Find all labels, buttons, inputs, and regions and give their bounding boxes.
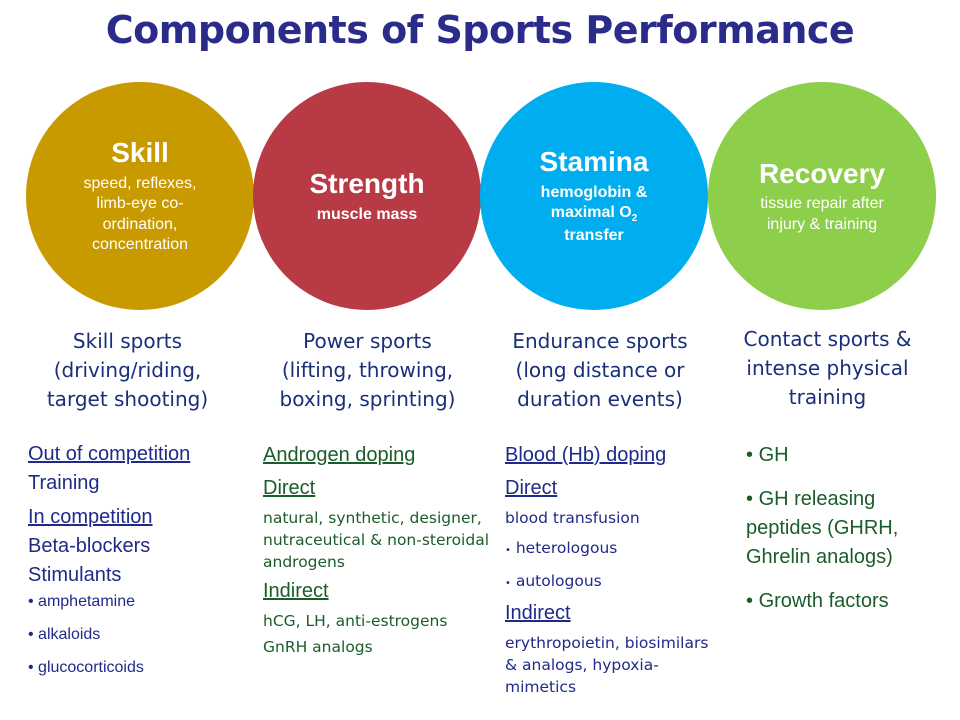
caption-line: boxing, sprinting) [279, 387, 456, 411]
bullet-text: Growth factors [758, 590, 889, 612]
page-title: Components of Sports Performance [105, 8, 855, 52]
recovery-circle-name: Recovery [758, 157, 886, 189]
blood-transfusion-text: blood transfusion [505, 509, 640, 527]
indirect-heading: Indirect [263, 580, 329, 602]
training-text: Training [28, 472, 100, 494]
bullet-text: GH [758, 444, 789, 466]
bullet-text: alkaloids [38, 626, 101, 643]
list-item: • glucocorticoids [28, 659, 144, 676]
bullet-text: heterologous [515, 539, 618, 557]
stamina-circle-name: Stamina [539, 146, 649, 178]
stamina-circle: Stamina hemoglobin & maximal O2 transfer [480, 82, 708, 310]
caption-line: training [788, 385, 867, 409]
bullet-text: autologous [515, 572, 602, 590]
stamina-desc-post: transfer [564, 227, 624, 245]
caption-line: (long distance or [515, 358, 685, 382]
skill-circle-desc: speed, reflexes, limb-eye co-ordination,… [83, 174, 197, 254]
skill-details: Out of competition Training In competiti… [28, 440, 248, 678]
strength-circle-name: Strength [309, 167, 425, 199]
direct-heading: Direct [505, 477, 558, 499]
caption-line: target shooting) [46, 387, 209, 411]
endurance-sports-caption: Endurance sports (long distance or durat… [490, 327, 710, 414]
out-of-competition-heading: Out of competition [28, 443, 191, 465]
stamina-details: Blood (Hb) doping Direct blood transfusi… [505, 441, 735, 698]
bullet-text: glucocorticoids [38, 659, 144, 676]
recovery-details: • GH • GH releasing peptides (GHRH, Ghre… [746, 441, 946, 616]
stamina-desc-pre: hemoglobin & maximal O [540, 183, 648, 222]
list-item: • Growth factors [746, 590, 889, 612]
in-competition-heading: In competition [28, 506, 153, 528]
caption-line: Skill sports [72, 329, 183, 353]
recovery-circle-desc: tissue repair after injury & training [760, 195, 884, 233]
caption-line: (lifting, throwing, [281, 358, 454, 382]
power-sports-caption: Power sports (lifting, throwing, boxing,… [255, 327, 480, 414]
list-item: • GH releasing peptides (GHRH, Ghrelin a… [746, 488, 899, 568]
androgen-doping-heading: Androgen doping [263, 444, 416, 466]
stamina-circle-desc: hemoglobin & maximal O2 transfer [519, 183, 669, 247]
contact-sports-caption: Contact sports & intense physical traini… [720, 325, 935, 412]
strength-circle: Strength muscle mass [253, 82, 481, 310]
skill-circle-name: Skill [111, 137, 169, 169]
blood-doping-heading: Blood (Hb) doping [505, 444, 667, 466]
skill-circle: Skill speed, reflexes, limb-eye co-ordin… [26, 82, 254, 310]
caption-line: Power sports [303, 329, 432, 353]
caption-line: intense physical [746, 356, 909, 380]
indirect-text-2: GnRH analogs [263, 638, 373, 656]
direct-heading: Direct [263, 477, 316, 499]
stamina-desc-sub: 2 [631, 213, 638, 225]
caption-line: Endurance sports [512, 329, 688, 353]
indirect-agents-text: erythropoietin, biosimilars & analogs, h… [505, 634, 709, 696]
bullet-text: GH releasing peptides (GHRH, Ghrelin ana… [746, 488, 899, 568]
indirect-text-1: hCG, LH, anti-estrogens [263, 612, 448, 630]
skill-sports-caption: Skill sports (driving/riding, target sho… [20, 327, 235, 414]
indirect-heading: Indirect [505, 602, 571, 624]
strength-circle-desc: muscle mass [316, 205, 418, 223]
strength-details: Androgen doping Direct natural, syntheti… [263, 441, 498, 658]
list-item: • GH [746, 444, 789, 466]
direct-androgens-text: natural, synthetic, designer, nutraceuti… [263, 509, 490, 571]
caption-line: duration events) [517, 387, 683, 411]
caption-line: (driving/riding, [53, 358, 202, 382]
bullet-text: amphetamine [38, 593, 135, 610]
beta-blockers-text: Beta-blockers [28, 535, 151, 557]
list-item: • heterologous [505, 539, 618, 557]
recovery-circle: Recovery tissue repair after injury & tr… [708, 82, 936, 310]
list-item: • alkaloids [28, 626, 101, 643]
stimulants-text: Stimulants [28, 564, 122, 586]
list-item: • autologous [505, 572, 602, 590]
list-item: • amphetamine [28, 593, 135, 610]
caption-line: Contact sports & [743, 327, 912, 351]
